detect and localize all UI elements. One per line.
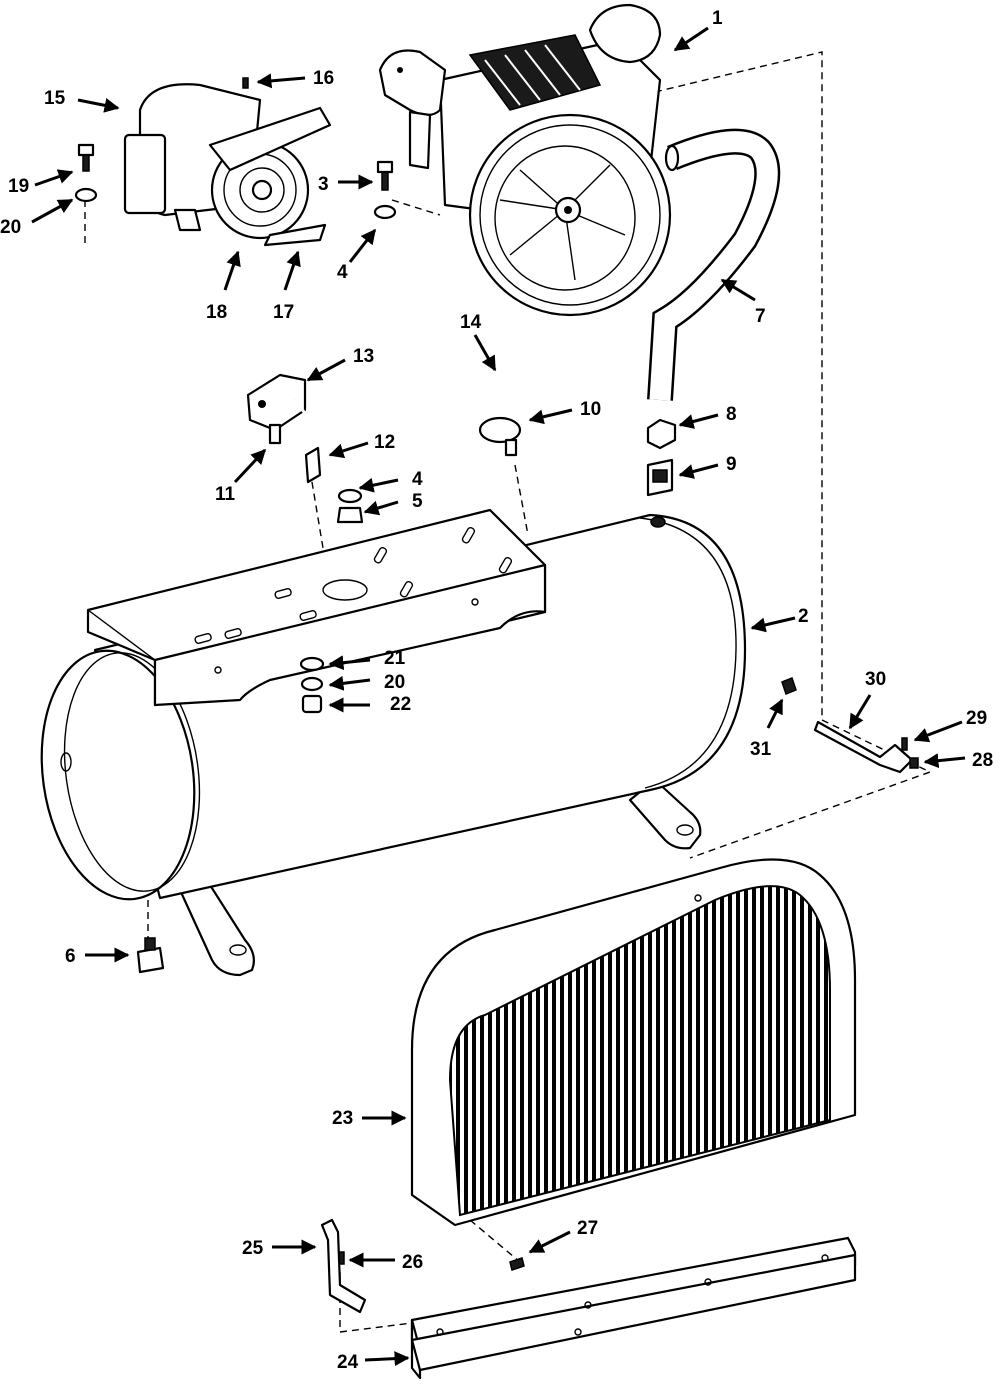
tube-inner — [293, 338, 641, 422]
callout-13: 13 — [353, 346, 374, 367]
callout-22: 22 — [390, 694, 411, 715]
callout-27: 27 — [577, 1218, 598, 1239]
leader-arrows — [31, 26, 966, 1367]
callout-1: 1 — [712, 8, 723, 29]
callout-24: 24 — [337, 1352, 359, 1373]
callout-10: 10 — [580, 399, 601, 420]
callout-28: 28 — [972, 750, 993, 771]
callout-11: 11 — [215, 484, 236, 505]
belt-guard — [410, 858, 857, 1227]
callout-8: 8 — [726, 404, 737, 425]
callout-17: 17 — [273, 302, 294, 323]
callout-6: 6 — [65, 946, 76, 967]
callout-3: 3 — [318, 174, 329, 195]
callout-9: 9 — [726, 454, 737, 475]
callout-2: 2 — [798, 606, 809, 627]
callout-20b: 20 — [384, 672, 405, 693]
callout-16: 16 — [313, 68, 334, 89]
callout-labels: 1 2 3 4 4 5 6 7 8 9 10 11 12 13 14 15 16… — [0, 8, 993, 1373]
mounting-plate — [86, 508, 547, 707]
discharge-tube — [647, 128, 781, 401]
callout-19: 19 — [8, 176, 29, 197]
callout-18: 18 — [206, 302, 227, 323]
small-parts — [74, 77, 919, 1271]
callout-26: 26 — [402, 1252, 423, 1273]
callout-4: 4 — [337, 262, 348, 283]
callout-5: 5 — [412, 491, 423, 512]
callout-4b: 4 — [412, 469, 423, 490]
callout-31: 31 — [750, 739, 772, 760]
pump — [378, 3, 672, 317]
callout-15: 15 — [44, 88, 66, 109]
pressure-switch — [246, 373, 307, 445]
bracket-25 — [320, 1218, 367, 1314]
callout-12: 12 — [374, 432, 395, 453]
callout-14: 14 — [460, 312, 482, 333]
callout-30: 30 — [865, 669, 886, 690]
callout-25: 25 — [242, 1238, 264, 1259]
callout-7: 7 — [755, 306, 766, 327]
guard-rail — [410, 1236, 857, 1380]
motor — [123, 83, 332, 247]
callout-23: 23 — [332, 1108, 353, 1129]
callout-20: 20 — [0, 217, 21, 238]
callout-29: 29 — [966, 708, 987, 729]
callout-21: 21 — [384, 648, 406, 669]
